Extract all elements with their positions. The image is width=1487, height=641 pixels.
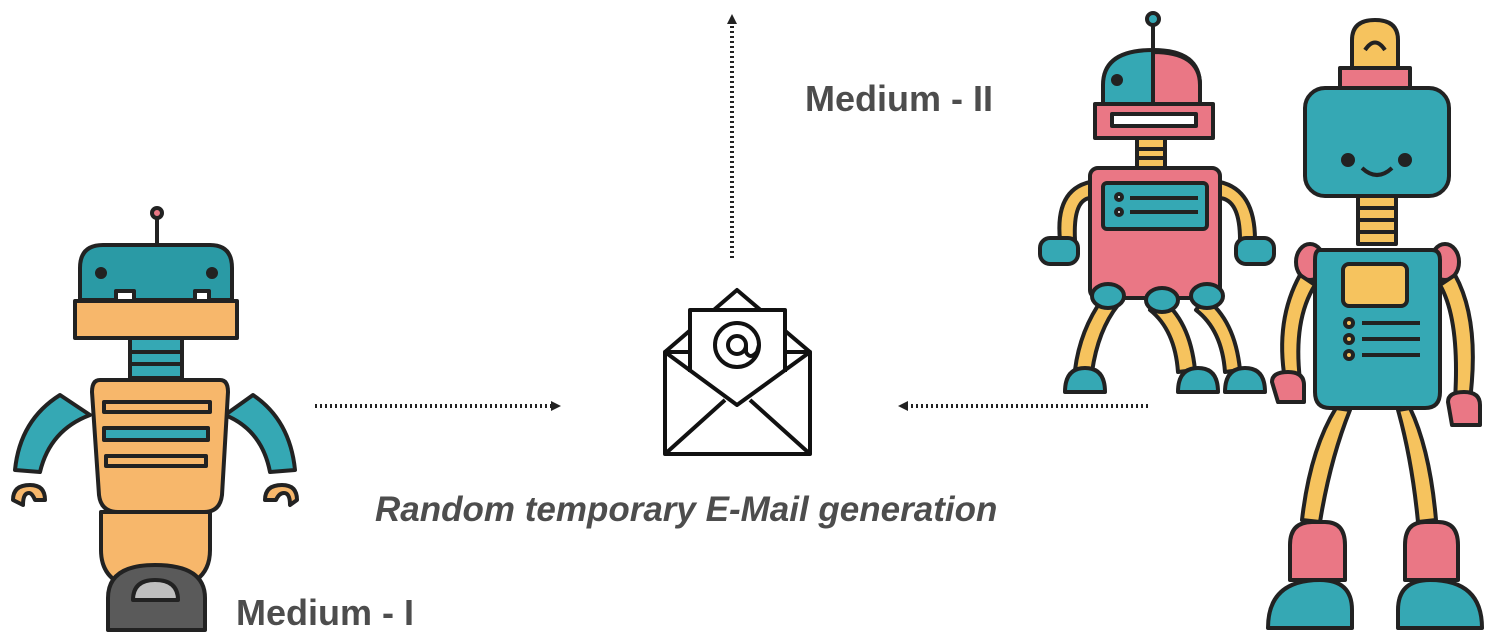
right-robot-teal-illustration: [1266, 18, 1484, 630]
medium-2-label: Medium - II: [805, 78, 993, 119]
diagram-caption: Random temporary E-Mail generation: [375, 490, 998, 529]
left-robot-illustration: [11, 206, 299, 632]
email-at-envelope-icon: [663, 288, 812, 456]
medium-1-label: Medium - I: [236, 592, 414, 633]
right-robot-pink-illustration: [1038, 11, 1276, 394]
